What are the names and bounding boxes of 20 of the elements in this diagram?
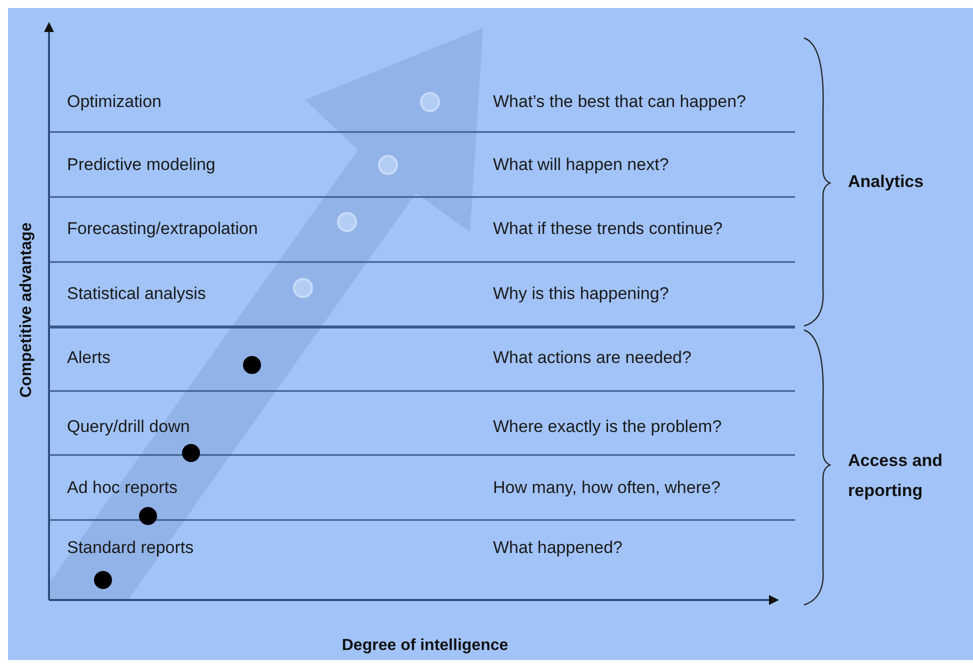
group-label: Analytics xyxy=(848,172,924,192)
axis-title: Competitive advantage xyxy=(17,222,36,398)
capability-label: Statistical analysis xyxy=(67,284,206,304)
capability-label: Forecasting/extrapolation xyxy=(67,219,258,239)
question-label: How many, how often, where? xyxy=(493,478,720,498)
capability-label: Optimization xyxy=(67,92,162,112)
question-label: What happened? xyxy=(493,538,622,558)
capability-label: Alerts xyxy=(67,348,110,368)
question-label: Why is this happening? xyxy=(493,284,669,304)
capability-label: Predictive modeling xyxy=(67,155,216,175)
axis-title: Degree of intelligence xyxy=(342,636,508,656)
group-label: Access and reporting xyxy=(848,450,944,502)
question-label: What will happen next? xyxy=(493,155,669,175)
capability-label: Standard reports xyxy=(67,538,194,558)
question-label: Where exactly is the problem? xyxy=(493,417,722,437)
question-label: What’s the best that can happen? xyxy=(493,92,746,112)
capability-label: Query/drill down xyxy=(67,417,190,437)
question-label: What if these trends continue? xyxy=(493,219,723,239)
question-label: What actions are needed? xyxy=(493,348,692,368)
capability-label: Ad hoc reports xyxy=(67,478,178,498)
